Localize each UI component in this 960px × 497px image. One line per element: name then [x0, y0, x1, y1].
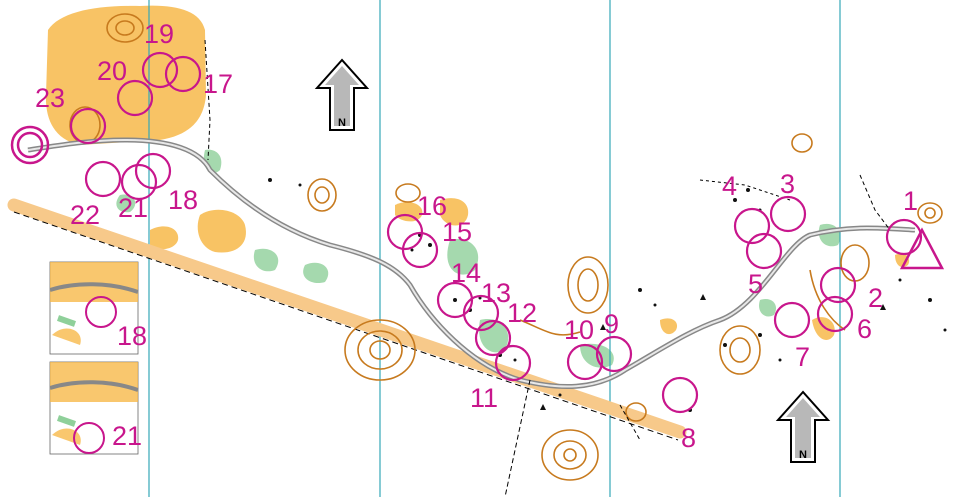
control-circle-16: [386, 213, 424, 251]
control-label-18: 18: [168, 185, 198, 215]
control-circle-5: [745, 232, 783, 270]
control-label-6: 6: [857, 314, 872, 344]
control-circle-22: [84, 160, 122, 198]
control-circle-11: [494, 344, 532, 382]
control-circle-15: [401, 231, 439, 269]
control-label-20: 20: [97, 56, 127, 86]
control-label-5: 5: [748, 269, 763, 299]
control-circle-20: [116, 79, 154, 117]
control-label-3: 3: [780, 169, 795, 199]
tracks: [27, 39, 916, 497]
control-circle-17: [164, 55, 202, 93]
control-circle-6: [816, 295, 854, 333]
control-circle-12: [474, 319, 512, 357]
control-circle-14: [436, 281, 474, 319]
magnetic-north-lines: [148, 0, 841, 497]
control-circle-10: [566, 343, 604, 381]
control-label-10: 10: [564, 315, 594, 345]
main-road: [7, 198, 687, 439]
control-circle-19: [141, 51, 179, 89]
inset-map-21: 21: [49, 361, 142, 455]
main-road-edge: [13, 211, 679, 441]
control-label-11: 11: [470, 383, 498, 413]
control-label-1: 1: [903, 186, 918, 216]
control-label-12: 12: [507, 298, 537, 328]
start-triangle: [899, 227, 945, 270]
control-circle-8: [661, 376, 699, 414]
control-circle-13: [462, 294, 500, 332]
control-circle-21: [120, 163, 158, 201]
finish-circle: [10, 125, 50, 165]
control-label-15: 15: [442, 217, 472, 247]
control-label-19: 19: [144, 19, 174, 49]
north-label: N: [338, 117, 346, 129]
inset-label-18: 18: [117, 321, 147, 351]
control-label-9: 9: [604, 309, 619, 339]
control-label-8: 8: [681, 423, 696, 453]
control-circle-1: [885, 218, 923, 256]
control-label-2: 2: [868, 283, 883, 313]
control-circle-3: [769, 195, 807, 233]
control-label-14: 14: [451, 258, 481, 288]
north-arrow-bottom: N: [775, 390, 831, 463]
control-label-4: 4: [722, 171, 737, 201]
control-circle-2: [819, 266, 857, 304]
control-circle-23: [69, 107, 107, 145]
control-labels: 1 2 3 4 5 6 7 8 9 10 11 12 13 14 15 16 1…: [35, 19, 918, 453]
control-label-22: 22: [70, 200, 100, 230]
inset-label-21: 21: [112, 421, 142, 451]
control-label-17: 17: [203, 69, 233, 99]
control-label-16: 16: [417, 191, 447, 221]
control-label-7: 7: [795, 342, 810, 372]
control-circle-7: [773, 301, 811, 339]
control-label-21: 21: [118, 193, 148, 223]
control-label-13: 13: [481, 278, 511, 308]
inset-map-18: 18: [49, 261, 147, 355]
control-circle-18: [134, 152, 172, 190]
control-circle-4: [733, 207, 771, 245]
control-circle-9: [595, 335, 633, 373]
control-circles: [69, 51, 923, 414]
north-label: N: [799, 449, 807, 461]
control-label-23: 23: [35, 83, 65, 113]
north-arrow-top: N: [314, 58, 370, 131]
